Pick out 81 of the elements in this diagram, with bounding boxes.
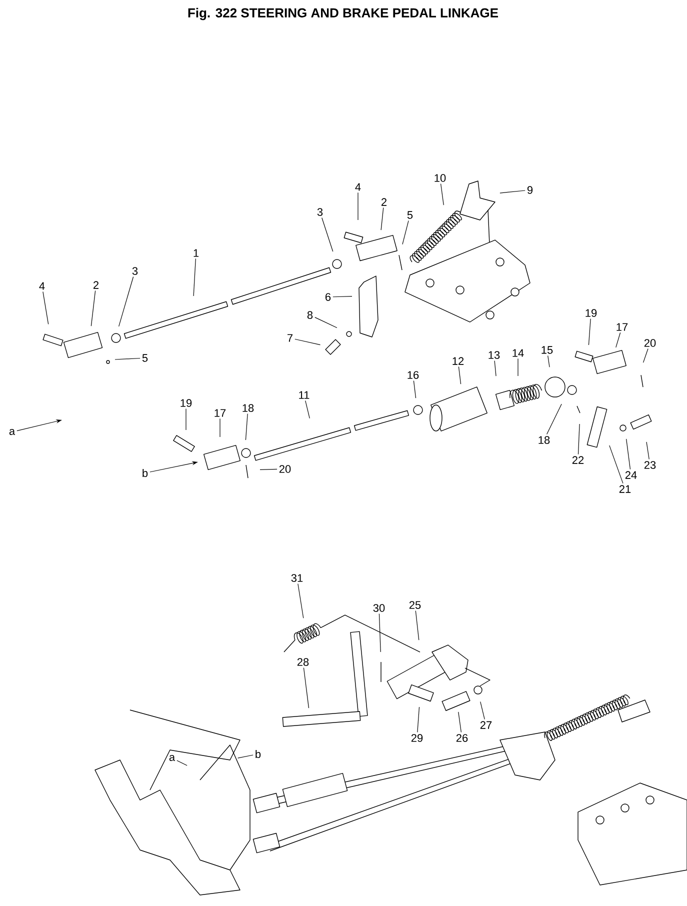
callout-number: b xyxy=(256,750,261,758)
callout-number: 4 xyxy=(355,183,361,191)
leader-line xyxy=(303,667,310,708)
leader-line xyxy=(415,610,420,640)
leader-line xyxy=(378,613,381,652)
leader-line xyxy=(305,400,310,419)
callout-number: 1 xyxy=(194,249,199,257)
callout-number: 7 xyxy=(288,334,292,342)
leader-line xyxy=(548,355,550,368)
callout-number: 19 xyxy=(180,399,192,407)
callout-number: 5 xyxy=(407,211,413,219)
callout-number: 17 xyxy=(616,323,628,331)
callout-number: 3 xyxy=(132,267,138,275)
callout-number: 6 xyxy=(326,293,331,301)
leader-line xyxy=(238,754,254,758)
leader-line xyxy=(90,290,96,326)
leader-line xyxy=(193,258,196,296)
leader-line xyxy=(298,583,304,618)
callout-number: 11 xyxy=(299,391,310,399)
leader-line xyxy=(546,404,562,435)
callout-number: 14 xyxy=(512,349,524,357)
callout-number: 28 xyxy=(297,658,309,666)
callout-number: 23 xyxy=(644,461,656,469)
callout-number: 9 xyxy=(527,186,533,194)
callout-number: 12 xyxy=(452,357,464,365)
leader-line xyxy=(646,442,650,460)
leader-line xyxy=(458,712,462,733)
callout-number: 17 xyxy=(214,409,226,417)
leader-line xyxy=(118,276,134,327)
callout-number: a xyxy=(9,429,16,436)
callout-number: 16 xyxy=(408,371,419,379)
leader-line xyxy=(413,380,416,398)
leader-line xyxy=(642,348,648,363)
callout-number: 24 xyxy=(625,471,637,479)
leader-line xyxy=(609,445,624,484)
callout-number: 21 xyxy=(619,485,631,493)
leader-line xyxy=(380,207,384,230)
callout-number: 3 xyxy=(317,208,323,216)
callout-number: a xyxy=(169,755,176,762)
leader-line xyxy=(294,338,321,346)
callout-number: 20 xyxy=(644,339,656,347)
callout-number: 10 xyxy=(434,174,446,182)
callout-number: 25 xyxy=(409,601,421,609)
leader-line xyxy=(314,317,338,328)
leader-line xyxy=(578,424,580,455)
leader-line xyxy=(626,438,631,470)
callout-number: 4 xyxy=(39,282,45,290)
leader-line xyxy=(440,183,444,206)
leader-line xyxy=(458,366,462,384)
callout-number: 22 xyxy=(572,456,584,464)
callout-number: 27 xyxy=(480,721,492,729)
callout-number: 13 xyxy=(488,351,500,359)
leader-line xyxy=(417,706,420,733)
figure-title: Fig. 322 STEERING AND BRAKE PEDAL LINKAGE xyxy=(188,8,498,20)
leader-line xyxy=(500,190,526,194)
leader-line xyxy=(260,468,278,470)
callout-number: 31 xyxy=(291,574,303,582)
leader-line xyxy=(332,296,352,298)
leader-line xyxy=(42,291,49,324)
leader-line xyxy=(176,760,188,766)
leader-line xyxy=(322,217,334,252)
callout-number: b xyxy=(142,468,148,478)
callout-number: 8 xyxy=(307,311,313,319)
callout-number: 2 xyxy=(94,281,98,289)
callout-number: 29 xyxy=(411,734,423,742)
callout-number: 30 xyxy=(373,604,385,612)
leader-line xyxy=(245,413,248,440)
callout-number: 18 xyxy=(242,404,254,412)
callout-number: 2 xyxy=(382,198,386,206)
callout-number: 18 xyxy=(538,436,550,444)
leader-line xyxy=(480,701,485,720)
callout-number: 20 xyxy=(279,465,291,473)
leader-line xyxy=(616,332,621,348)
leader-line xyxy=(402,220,409,245)
leader-line xyxy=(588,318,591,346)
leader-line xyxy=(114,358,140,360)
leader-line xyxy=(494,360,496,376)
callout-number: 15 xyxy=(542,346,553,354)
callout-number: 26 xyxy=(456,734,468,742)
callout-number: 5 xyxy=(142,354,148,362)
callout-number: 19 xyxy=(586,309,597,317)
